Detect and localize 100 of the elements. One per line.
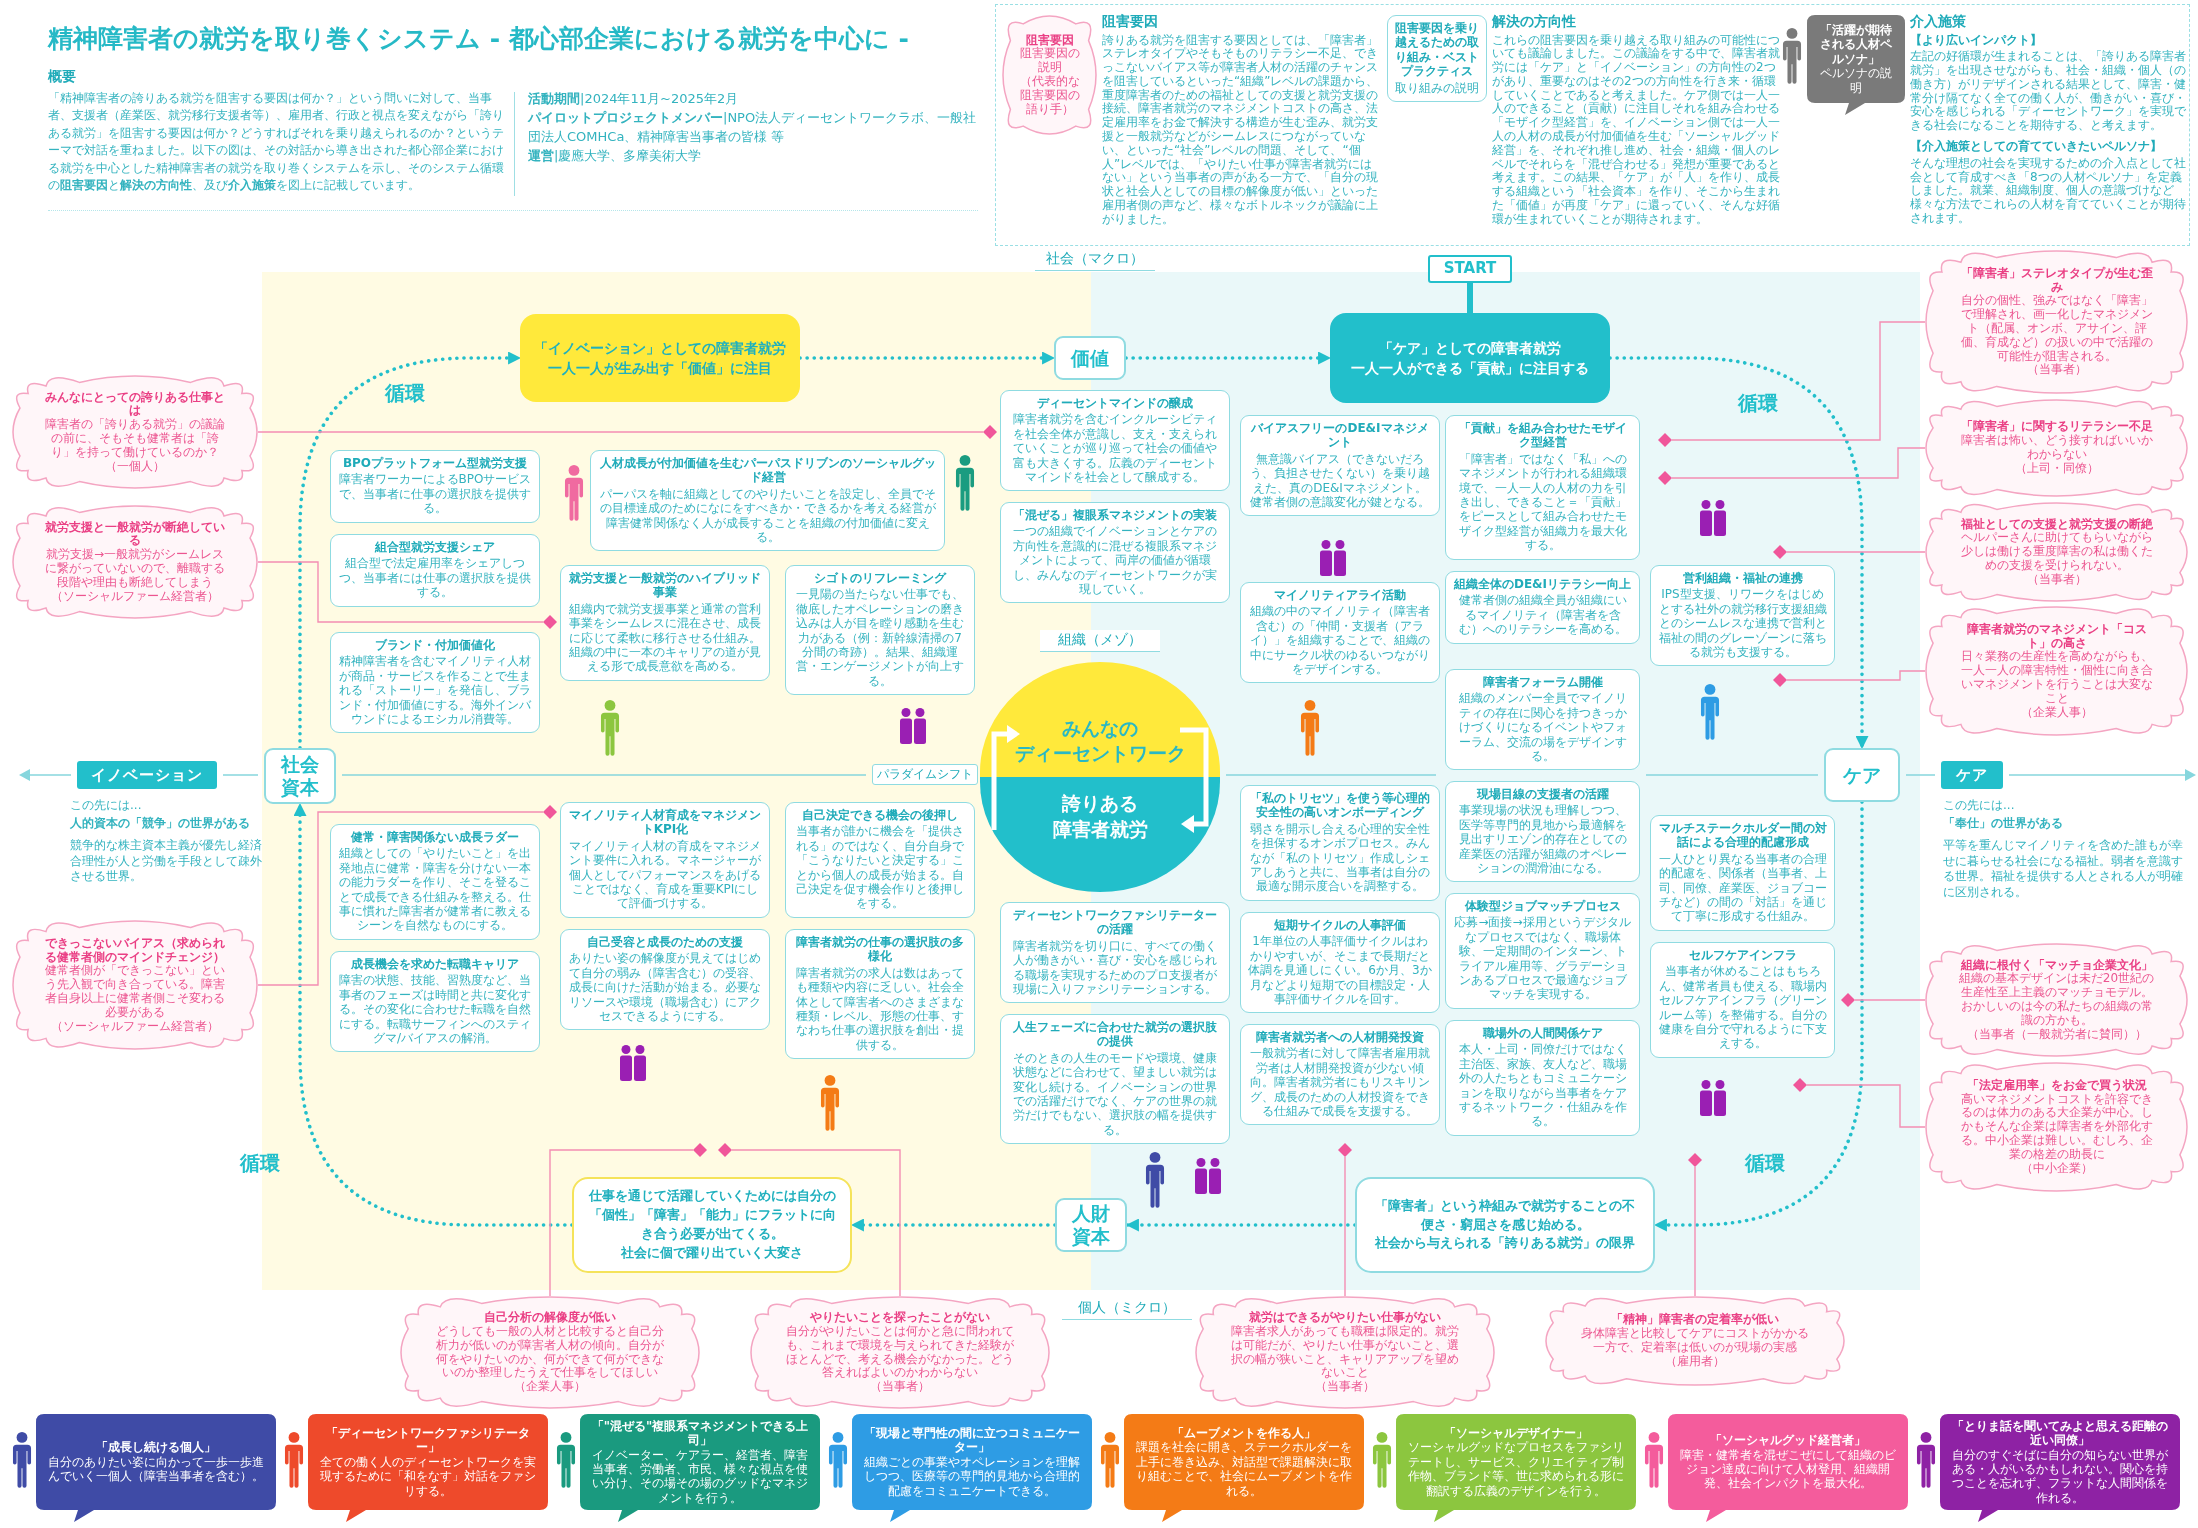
flow-arrow <box>1124 351 1332 365</box>
card-heading: バイアスフリーのDE&Iマネジメント <box>1250 421 1430 450</box>
cloud-heading: 福祉としての支援と就労支援の断絶 <box>1960 517 2153 531</box>
card-text: 障害者就労を含むインクルーシビティを社会全体が意識し、支え・支えられていくことが巡り巡って社会の価値や富も大きくする。広義のディーセントマインドを社会として醸成する。 <box>1012 412 1218 485</box>
leader-line <box>1806 1084 1926 1128</box>
stage-text: 人財資本 <box>1071 1202 1111 1248</box>
cloud-text: 障害者求人があっても職種は限定的。就労は可能だが、やりたい仕事がないこと、選択の幅が狭いこと、キャリアアップを望めないこと <box>1230 1324 1460 1380</box>
stage-box <box>1330 313 1610 403</box>
practice-card <box>330 951 540 1053</box>
card-heading: 「貢献」を組み合わせたモザイク型経営 <box>1457 421 1628 450</box>
speaker-note: （当事者） <box>2026 572 2087 587</box>
card-heading: 就労支援と一般就労のハイブリッド事業 <box>568 571 762 600</box>
card-text: ありたい姿の解像度が見えてはじめて自分の弱み（障害含む）の受容、成長に向けた活動が始まる。必要なリソースや環境（職場含む）にアクセスできるようにする。 <box>568 951 762 1024</box>
stage-text: 価値 <box>1071 346 1109 370</box>
speaker-note: （一個人） <box>105 459 165 474</box>
cloud-heading: 自己分析の解像度が低い <box>484 1311 616 1325</box>
legend-panel <box>995 4 2190 246</box>
paradigm-shift-label: パラダイムシフト <box>872 764 978 785</box>
diamond-marker <box>693 1143 707 1157</box>
card-text: 本人・上司・同僚だけではなく主治医、家族、友人など、職場外の人たちともコミュニケーションを取りながら当事者をケアするネットワーク・仕組みを作る。 <box>1457 1042 1628 1129</box>
cloud-heading: 「障害者」ステレオタイプが生む歪み <box>1959 266 2154 294</box>
leader-line <box>1344 1156 1346 1297</box>
practice-card <box>560 802 770 918</box>
practice-card <box>330 534 540 607</box>
stage-text: 「ケア」としての障害者就労 <box>1379 338 1561 358</box>
activity-info: 活動期間|2024年11月~2025年2月 <box>528 90 740 108</box>
diamond-marker <box>983 425 997 439</box>
diamond-marker <box>718 1143 732 1157</box>
card-text: 当事者が休めることはもちろん、健常者員も使える、職場内セルフケアインフラ（グリーンルーム等）を整備する。自分の健康を自分で守れるように下支えする。 <box>1658 964 1827 1051</box>
bubble-heading: 「ソーシャルグッド経営者」 <box>1710 1433 1866 1448</box>
speaker-note: （中小企業） <box>2020 1161 2093 1176</box>
cycle-label: 循環 <box>240 1150 281 1177</box>
stage-text: 一人一人ができる「貢献」に注目する <box>1351 359 1589 378</box>
tag-note: この先には... <box>70 798 143 814</box>
bubble-heading: 「ソーシャルデザイナー」 <box>1444 1426 1588 1441</box>
bubble-text: 自分のありたい姿に向かって一歩一歩進んでいく一個人（障害当事者を含む）。 <box>47 1454 265 1484</box>
card-heading: 自己受容と成長のための支援 <box>587 935 743 950</box>
diamond-marker <box>1793 1078 1807 1092</box>
flow-arrow <box>798 351 1056 365</box>
card-text: 1年単位の人事評価サイクルはわかりやすいが、そこまで長期だと体調を見通しにくい。6か月、3か月などより短期での目標設定・人事評価サイクルを回す。 <box>1248 934 1432 1007</box>
cycle-label: 循環 <box>1745 1150 1786 1177</box>
practice-card <box>1240 1024 1440 1126</box>
activity-info: 運営|慶應大学、多摩美術大学 <box>528 146 703 165</box>
card-text: 当事者が誰かに機会を「提供される」のではなく、自分自身で「こうなりたいと決定する」ことから個人の成長が始まる。自己決定を促す機会作りと後押しをする。 <box>795 824 965 911</box>
card-heading: 成長機会を求めた転職キャリア <box>351 957 519 972</box>
practice-card <box>1445 415 1640 560</box>
tag-note: 平等を重んじマイノリティを含めた誰もが幸せに暮らせる社会になる福祉。弱者を意識する世界。福祉を提供する人とされる人が明確に区別される。 <box>1943 838 2184 901</box>
bubble-heading: 「活躍が期待される人材ペルソナ」 <box>1819 23 1893 67</box>
card-text: 組織としての「やりたいこと」を出発地点に健常・障害を分けない一本の能力ラダーを作り、そこを登ることで成長できる仕組みを整える。仕事に慣れた障害者が健常者に教えるシーンを自然なものにする。 <box>338 846 532 933</box>
card-text: 「障害者」ではなく「私」へのマネジメントが行われる組織環境で、一人一人の人材の力を引き出し、できること＝「貢献」をピースとして組み合わせたモザイク型経営が組織力を最大化する。 <box>1457 451 1628 553</box>
card-heading: 営利組織・福祉の連携 <box>1682 571 1803 586</box>
leader-line <box>257 811 544 986</box>
speaker-note: （企業人事） <box>514 1380 586 1394</box>
card-heading: マルチステークホルダー間の対話による合理的配慮形成 <box>1658 821 1827 850</box>
diamond-marker <box>543 805 557 819</box>
practice-card <box>1240 785 1440 901</box>
tag-text: ケア <box>1956 765 1988 785</box>
cloud-callout <box>1545 1296 1845 1386</box>
cloud-callout <box>1925 502 2188 602</box>
tag-text: イノベーション <box>91 765 203 785</box>
card-text: 一人ひとり異なる当事者の合理的配慮を、関係者（当事者、上司、同僚、産業医、ジョブコーチなど）の間の「対話」を通じて丁寧に形成する仕組み。 <box>1658 851 1827 924</box>
flow-arrow <box>850 1218 1057 1232</box>
card-heading: 「私のトリセツ」を使う等心理的安全性の高いオンボーディング <box>1249 791 1431 820</box>
card-heading: 現場目線の支援者の活躍 <box>1476 787 1609 802</box>
card-heading: マイノリティ人材育成をマネジメントKPI化 <box>568 808 762 837</box>
card-text: 障害者ワーカーによるBPOサービスで、当事者に仕事の選択肢を提供する。 <box>338 472 532 516</box>
cloud-callout <box>1002 15 1097 135</box>
card-heading: 組織全体のDE&Iリテラシー向上 <box>1453 577 1632 592</box>
leader-line <box>1786 551 1926 553</box>
card-text: 組織の中のマイノリティ（障害者含む）の「仲間・支援者（アライ）」を組織することで、組織の中にサークル状のゆるいつながりをデザインする。 <box>1249 604 1431 677</box>
card-text: パーパスを軸に組織としてのやりたいことを設定し、全員でその目標達成のためになにをすべきか・できるかを考える経営が障害健常関係なく人が成長することを組織の付加価値に変える。 <box>598 486 937 545</box>
cloud-callout <box>1925 606 2188 736</box>
card-text: 健常者側の組織全員が組織にいるマイノリティ（障害者を含む）へのリテラシーを高める。 <box>1457 593 1628 637</box>
center-text: 誇りある障害者就労 <box>1051 791 1149 842</box>
bubble-heading: 「成長し続ける個人」 <box>96 1440 216 1455</box>
cloud-text: 身体障害と比較してケアにコストがかかる一方で、定着率は低いのが現場の実感 <box>1580 1327 1810 1355</box>
tag-note: 「奉仕」の世界がある <box>1943 815 2064 832</box>
diamond-marker <box>1688 1153 1702 1167</box>
card-heading: 短期サイクルの人事評価 <box>1274 918 1406 933</box>
flow-arrow <box>1653 800 1864 1232</box>
diamond-marker <box>1658 471 1672 485</box>
cycle-label: 循環 <box>1738 390 1779 417</box>
practice-card <box>330 632 540 734</box>
practice-card <box>1445 893 1640 1009</box>
cloud-callout <box>1925 250 2188 394</box>
stage-node <box>1055 1198 1127 1252</box>
cloud-heading: 就労はできるがやりたい仕事がない <box>1249 1311 1441 1325</box>
cloud-callout <box>400 1296 700 1409</box>
cloud-callout <box>1195 1296 1495 1409</box>
practice-card <box>1650 942 1835 1058</box>
card-heading: 職場外の人間関係ケア <box>1482 1026 1603 1041</box>
speech-bubble <box>1396 1414 1636 1522</box>
practice-card <box>1240 912 1440 1014</box>
cloud-text: 阻害要因の説明 <box>1018 47 1081 75</box>
speaker-note: （当事者） <box>870 1380 930 1394</box>
stage-node <box>1054 336 1126 380</box>
cloud-text: どうしても一般の人材と比較すると自己分析力が低いのが障害者人材の傾向。自分が何をやりたいのか、何ができて何ができないのか整理したうえで仕事をしてほしい <box>435 1324 665 1380</box>
cloud-heading: 就労支援と一般就労が断絶している <box>44 520 226 548</box>
speech-bubble <box>852 1414 1092 1522</box>
stage-box <box>520 314 800 402</box>
